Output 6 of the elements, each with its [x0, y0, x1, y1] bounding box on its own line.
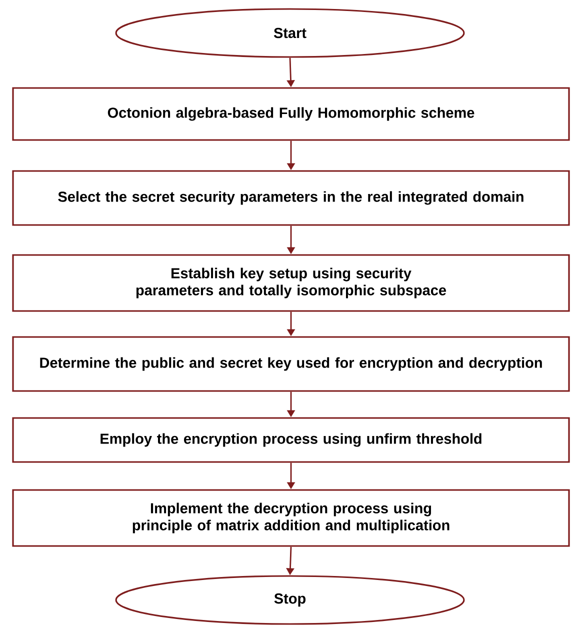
process-box: Implement the decryption process using principle of matrix addition and multiplication	[12, 489, 570, 547]
process-box: Select the secret security parameters in the real integrated domain	[12, 170, 570, 226]
process-box: Employ the encryption process using unfirm threshold	[12, 417, 570, 463]
process-box: Establish key setup using security parameters and totally isomorphic subspace	[12, 254, 570, 312]
process-box: Octonion algebra-based Fully Homomorphic scheme	[12, 87, 570, 141]
process-box: Determine the public and secret key used for encryption and decryption	[12, 336, 570, 392]
